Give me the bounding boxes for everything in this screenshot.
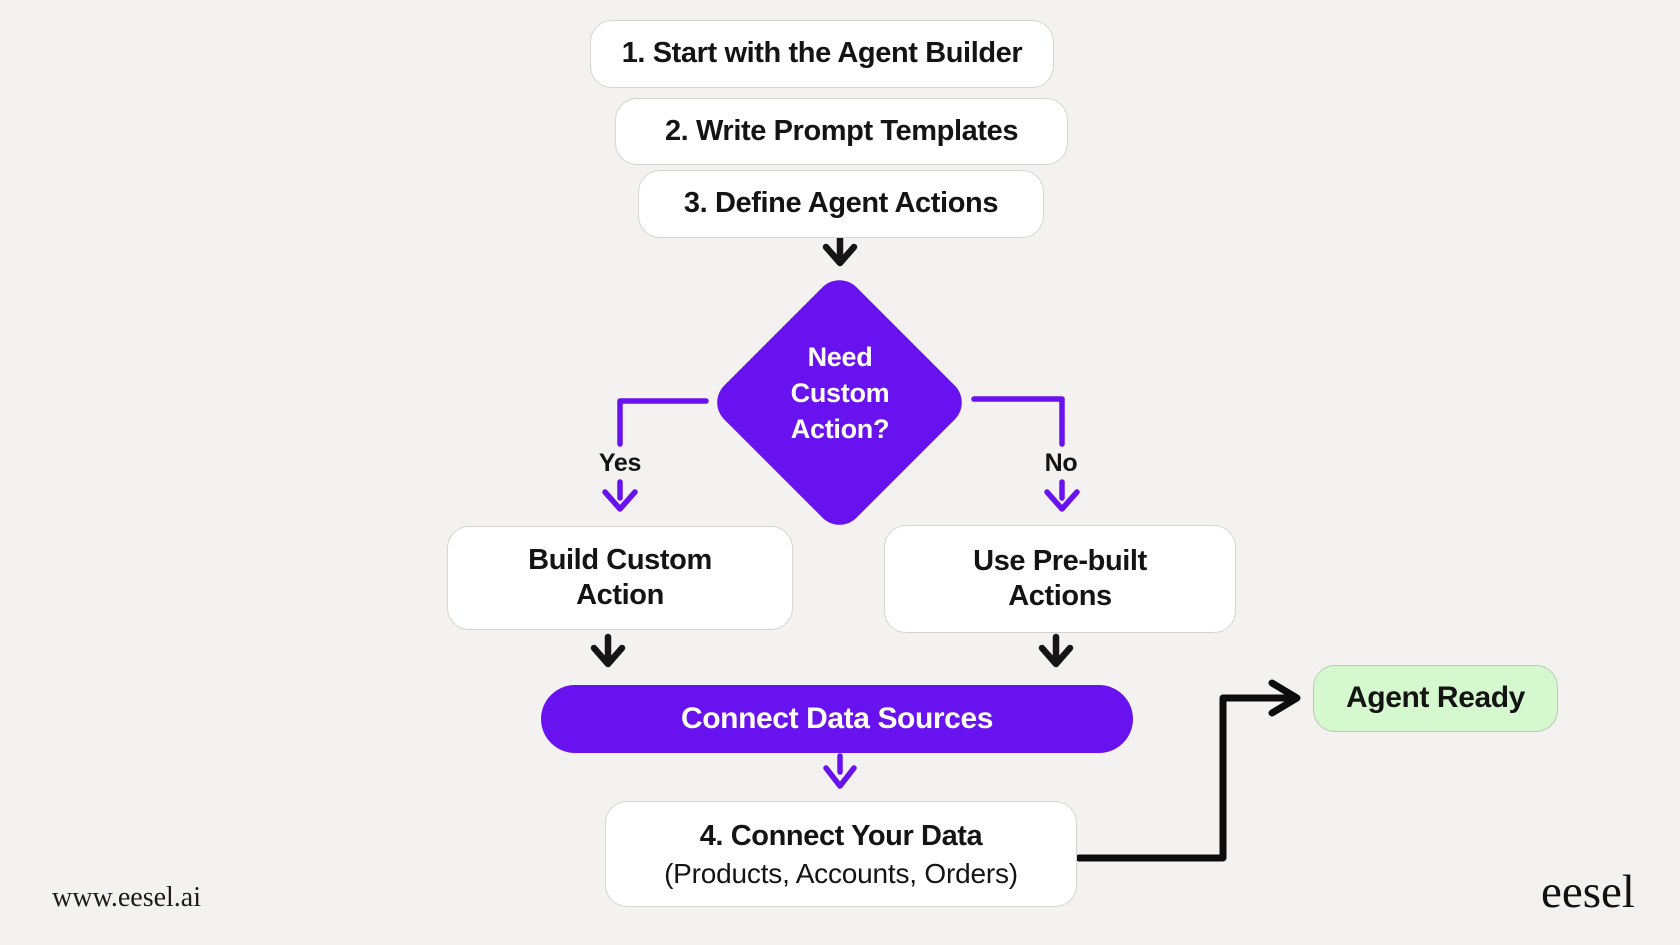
arrow-build-to-connect [590, 633, 626, 668]
connect-your-data-node: 4. Connect Your Data (Products, Accounts… [605, 801, 1077, 907]
flow-step-2: 2. Write Prompt Templates [615, 98, 1068, 165]
agent-ready-label: Agent Ready [1346, 681, 1525, 715]
arrow-step3-to-decision [822, 233, 858, 267]
decision-diamond-label: Need Custom Action? [790, 342, 890, 444]
connect-your-data-title: 4. Connect Your Data [699, 819, 983, 852]
brand-logo: eesel [1541, 866, 1635, 918]
use-prebuilt-actions-node: Use Pre-built Actions [884, 525, 1236, 633]
use-prebuilt-actions-label: Use Pre-built Actions [973, 544, 1147, 612]
agent-ready-node: Agent Ready [1313, 665, 1558, 732]
flow-step-1-label: 1. Start with the Agent Builder [621, 37, 1023, 70]
connect-data-sources-label: Connect Data Sources [680, 701, 994, 735]
yes-branch-label: Yes [598, 449, 642, 477]
arrow-prebuilt-to-connect [1038, 633, 1074, 668]
flow-step-1: 1. Start with the Agent Builder [590, 20, 1054, 88]
flow-step-3: 3. Define Agent Actions [638, 170, 1044, 238]
connect-your-data-subtitle: (Products, Accounts, Orders) [664, 858, 1018, 890]
connect-data-sources-node: Connect Data Sources [541, 685, 1133, 753]
build-custom-action-node: Build Custom Action [447, 526, 793, 630]
arrow-connect-to-step4 [823, 753, 857, 789]
no-branch-label: No [1044, 449, 1078, 477]
website-url: www.eesel.ai [52, 882, 202, 913]
flow-step-3-label: 3. Define Agent Actions [683, 187, 999, 220]
flow-step-2-label: 2. Write Prompt Templates [664, 114, 1019, 147]
build-custom-action-label: Build Custom Action [528, 543, 712, 611]
